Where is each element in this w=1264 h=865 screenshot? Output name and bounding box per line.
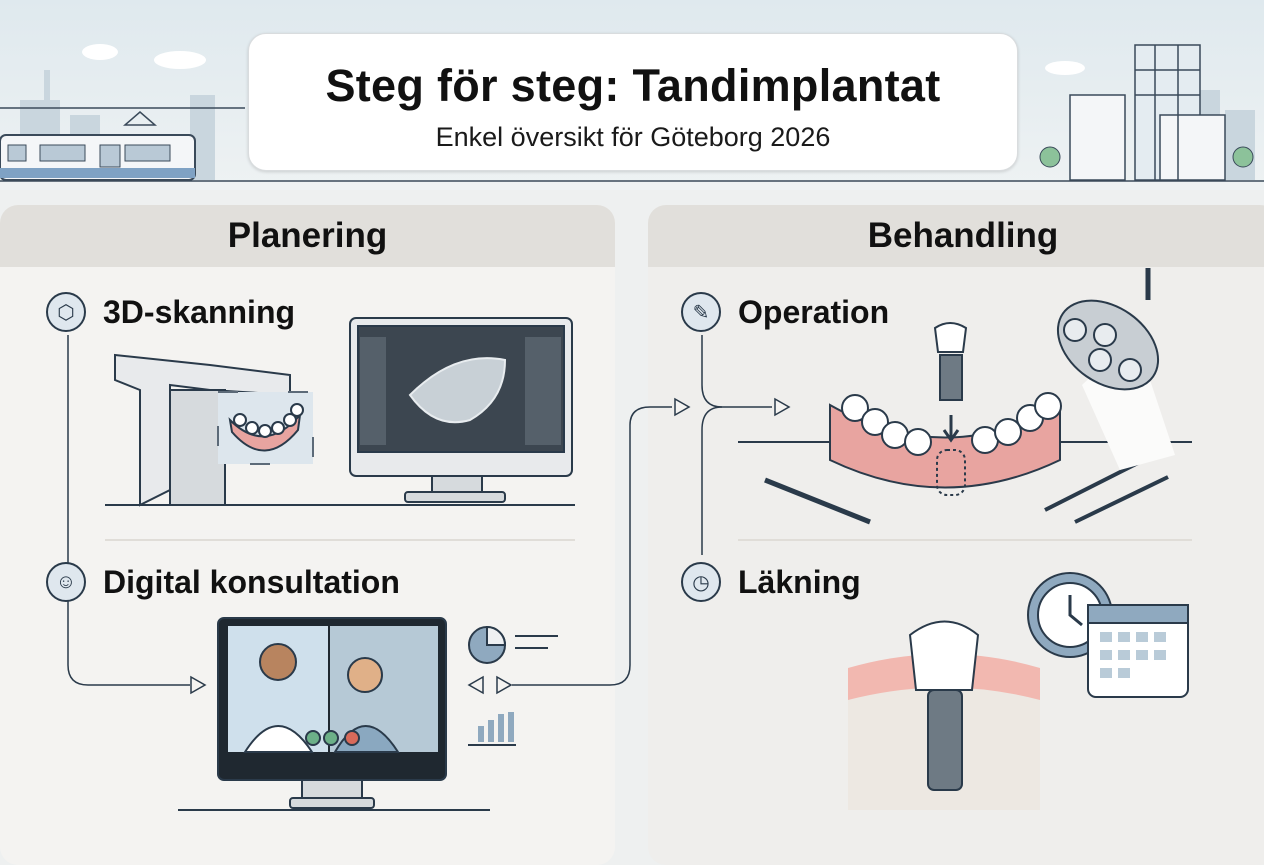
step-healing: ◷ Läkning xyxy=(681,562,861,602)
title-card: Steg för steg: Tandimplantat Enkel övers… xyxy=(248,33,1018,171)
step-label: Digital konsultation xyxy=(103,563,400,600)
step-label: Läkning xyxy=(738,563,861,600)
treatment-header: Behandling xyxy=(648,205,1264,267)
step-3d-scanning: ⬡ 3D-skanning xyxy=(46,292,295,332)
page-subtitle: Enkel översikt för Göteborg 2026 xyxy=(435,122,831,152)
implant-surgery-illustration xyxy=(738,268,1192,525)
arrow-icon xyxy=(190,397,791,695)
planning-header: Planering xyxy=(0,205,615,267)
step-label: Operation xyxy=(738,293,890,330)
step-label: 3D-skanning xyxy=(103,293,296,330)
flow-connectors xyxy=(67,335,772,686)
page-title: Steg för steg: Tandimplantat xyxy=(325,60,941,111)
calendar-icon xyxy=(1087,604,1189,698)
tree-icon xyxy=(1039,146,1254,168)
tram-icon xyxy=(0,107,245,181)
surgical-lamp-icon xyxy=(1056,268,1175,470)
step-digital-consultation: ☺ Digital konsultation xyxy=(46,562,400,602)
healing-implant-illustration xyxy=(848,572,1189,810)
video-call-illustration xyxy=(178,617,558,811)
monitor-3d-model-illustration xyxy=(349,317,573,503)
cube-scan-icon: ⬡ xyxy=(46,292,86,332)
intraoral-scanner-illustration xyxy=(105,353,575,507)
clock-icon: ◷ xyxy=(681,562,721,602)
city-skyline-illustration xyxy=(0,44,1264,182)
user-icon: ☺ xyxy=(46,562,86,602)
step-operation: ✎ Operation xyxy=(681,292,889,332)
cloud-icon xyxy=(82,44,1085,75)
building-icon xyxy=(1069,44,1226,181)
scalpel-icon: ✎ xyxy=(681,292,721,332)
